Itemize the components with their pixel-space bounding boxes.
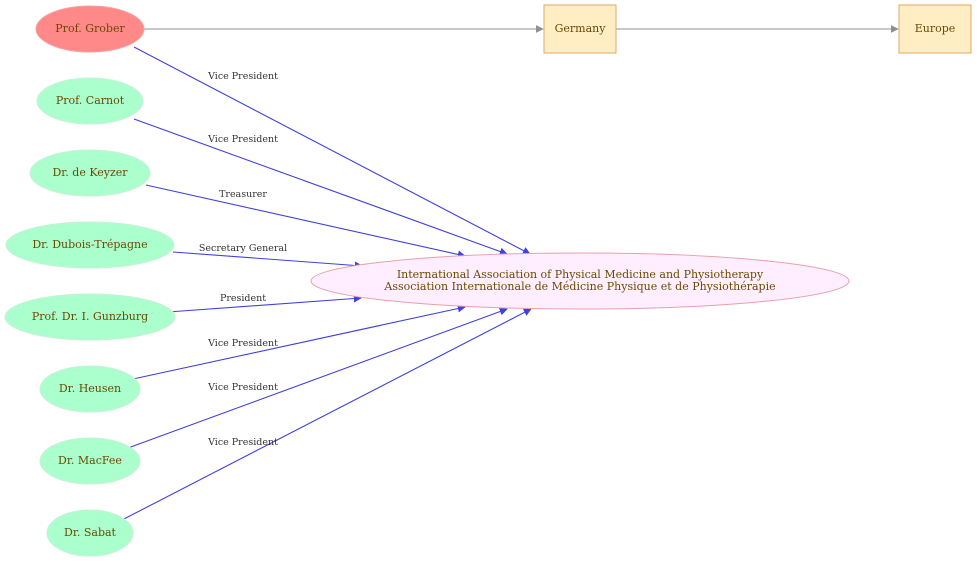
node-germany[interactable]: Germany	[543, 4, 617, 54]
node-label: Dr. MacFee	[58, 454, 122, 467]
node-grober[interactable]: Prof. Grober	[35, 5, 145, 53]
node-label: Prof. Carnot	[56, 94, 125, 107]
edge-gunzburg-org	[167, 294, 362, 313]
edge-macfee-org	[127, 307, 508, 449]
edge-carnot-org	[133, 118, 508, 256]
node-carnot[interactable]: Prof. Carnot	[36, 77, 144, 125]
node-label: Dr. Dubois-Trépagne	[32, 238, 147, 251]
node-europe[interactable]: Europe	[898, 4, 972, 54]
edge-label-dubois: Secretary General	[199, 243, 287, 254]
node-label: Dr. de Keyzer	[52, 166, 128, 179]
edge-label-gunzburg: President	[220, 293, 266, 304]
node-label: Europe	[915, 22, 956, 35]
node-label: Germany	[555, 22, 607, 35]
edge-label-grober: Vice President	[207, 71, 278, 82]
node-heusen[interactable]: Dr. Heusen	[39, 365, 141, 413]
node-label: Dr. Sabat	[64, 526, 117, 539]
edge-heusen-org	[132, 304, 466, 380]
node-dubois[interactable]: Dr. Dubois-Trépagne	[5, 221, 175, 269]
node-macfee[interactable]: Dr. MacFee	[39, 437, 141, 485]
edge-grober-org	[133, 46, 531, 255]
edge-dekeyzer-org	[145, 184, 466, 259]
edge-label-dekeyzer: Treasurer	[219, 189, 267, 200]
edge-label-heusen: Vice President	[207, 338, 278, 349]
org-label-english: International Association of Physical Me…	[397, 268, 764, 281]
org-label-french: Association Internationale de Médicine P…	[383, 280, 775, 293]
edge-sabat-org	[121, 308, 532, 521]
edge-label-carnot: Vice President	[207, 134, 278, 145]
node-label: Prof. Dr. I. Gunzburg	[32, 310, 148, 323]
node-dekeyzer[interactable]: Dr. de Keyzer	[29, 149, 151, 197]
edge-label-macfee: Vice President	[207, 382, 278, 393]
edge-dubois-org	[172, 251, 363, 270]
edge-label-sabat: Vice President	[207, 437, 278, 448]
node-gunzburg[interactable]: Prof. Dr. I. Gunzburg	[4, 293, 176, 341]
node-organization[interactable]: International Association of Physical Me…	[310, 252, 850, 310]
node-label: Dr. Heusen	[59, 382, 121, 395]
node-label: Prof. Grober	[55, 22, 125, 35]
node-sabat[interactable]: Dr. Sabat	[46, 509, 134, 557]
